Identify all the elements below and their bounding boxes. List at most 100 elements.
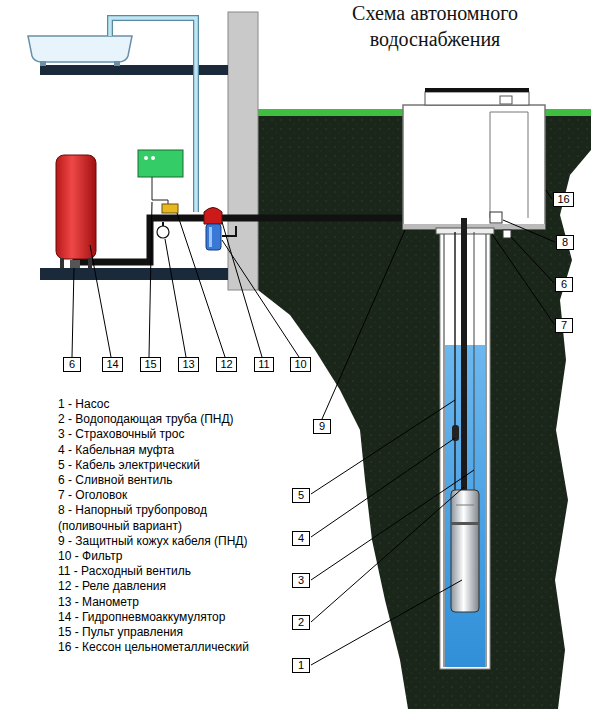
bathtub-part	[28, 36, 132, 62]
leader-lines-part	[165, 239, 186, 357]
part-list-entry: 8 - Напорный трубопровод (поливочный вар…	[58, 503, 223, 533]
caisson-part	[500, 96, 512, 104]
callout-text: 5	[293, 489, 309, 502]
control-panel	[138, 150, 183, 207]
leader-lines-part	[177, 213, 225, 357]
callout-text: 9	[314, 420, 330, 433]
callout-text: 3	[293, 574, 309, 587]
well-part	[461, 218, 467, 492]
callout-text: 2	[293, 616, 309, 629]
leader-lines-part	[311, 487, 464, 622]
callout-text: 6	[556, 278, 572, 291]
control-panel-part	[152, 177, 168, 207]
callout-text: 16	[554, 193, 573, 206]
well-part	[451, 522, 479, 525]
part-list-entry: 14 - Гидропневмоаккумулятор	[58, 610, 288, 624]
house-part	[40, 65, 228, 75]
accumulator-part	[70, 260, 80, 268]
leader-lines-part	[222, 240, 299, 357]
callout-number: 8	[556, 235, 574, 250]
callout-number: 6	[555, 277, 573, 292]
caisson	[403, 88, 545, 238]
part-list-entry: 5 - Кабель электрический	[58, 458, 288, 472]
part-list-entry: 3 - Страховочный трос	[58, 427, 288, 441]
leader-lines-part	[311, 400, 455, 494]
callout-text: 12	[217, 358, 236, 371]
well-part	[454, 232, 456, 492]
part-list-entry: 12 - Реле давления	[58, 579, 288, 593]
well-part	[452, 425, 459, 441]
well-part	[456, 505, 474, 506]
callout-text: 15	[141, 358, 160, 371]
part-list-entry: 1 - Насос	[58, 397, 288, 411]
leader-lines-part	[149, 202, 152, 357]
callout-text: 14	[103, 358, 122, 371]
control-panel-part	[144, 156, 148, 160]
part-list-entry: 9 - Защитный кожух кабеля (ПНД)	[58, 534, 288, 548]
caisson-part	[490, 212, 502, 223]
callout-number: 9	[313, 419, 331, 434]
part-list-entry: 10 - Фильтр	[58, 549, 288, 563]
callout-number: 14	[102, 357, 123, 372]
callout-number: 16	[553, 192, 574, 207]
leader-lines-part	[511, 237, 554, 283]
callout-text: 4	[293, 532, 309, 545]
callout-text: 13	[179, 358, 198, 371]
leader-lines-part	[503, 220, 555, 242]
well-part	[485, 229, 487, 667]
accumulator	[56, 155, 96, 268]
fittings-part	[209, 227, 212, 247]
well-part	[443, 229, 445, 667]
accumulator-part	[88, 258, 92, 268]
control-panel-part	[151, 156, 155, 160]
accumulator-part	[60, 258, 64, 268]
leader-lines-part	[546, 190, 552, 199]
fittings	[157, 204, 222, 250]
caisson-part	[425, 92, 529, 105]
fittings-part	[162, 222, 164, 226]
part-list-entry: 15 - Пульт управления	[58, 625, 288, 639]
part-list-entry: 4 - Кабельная муфта	[58, 443, 288, 457]
callout-number: 15	[140, 357, 161, 372]
bathtub-part	[40, 61, 46, 66]
callout-number: 11	[254, 357, 274, 372]
leader-lines-part	[311, 438, 455, 537]
callout-number: 3	[292, 573, 310, 588]
well-part	[451, 490, 479, 612]
leader-lines-part	[492, 234, 554, 324]
callout-text: 10	[291, 358, 310, 371]
part-list-entry: 16 - Кессон цельнометаллический	[58, 640, 288, 654]
well-part	[474, 232, 475, 492]
part-list-entry: 6 - Сливной вентиль	[58, 473, 288, 487]
callout-number: 6	[63, 357, 81, 372]
leader-lines-part	[311, 470, 474, 580]
fittings-part	[162, 204, 178, 213]
caisson-part	[503, 230, 511, 238]
leader-lines-part	[222, 222, 262, 357]
callout-text: 8	[557, 236, 573, 249]
callout-text: 11	[255, 358, 273, 371]
house-part	[40, 268, 228, 280]
callout-number: 7	[555, 318, 573, 333]
supply-pipe	[110, 18, 196, 212]
callout-number: 5	[292, 488, 310, 503]
part-list-entry: 2 - Водоподающая труба (ПНД)	[58, 412, 288, 426]
callout-number: 1	[292, 658, 310, 673]
part-list-entry: 11 - Расходный вентиль	[58, 564, 288, 578]
supply-pipe-part	[110, 18, 196, 212]
leader-lines-part	[72, 268, 74, 357]
fittings-part	[206, 224, 221, 250]
well	[436, 218, 494, 669]
caisson-part	[425, 88, 529, 92]
callout-text: 7	[556, 319, 572, 332]
callout-number: 2	[292, 615, 310, 630]
bathtub-part	[114, 61, 120, 66]
leader-lines-part	[90, 245, 111, 357]
control-panel-part	[138, 150, 183, 177]
callout-text: 1	[293, 659, 309, 672]
caisson-part	[490, 112, 528, 218]
part-list-entry: 13 - Манометр	[58, 595, 288, 609]
callout-number: 12	[216, 357, 237, 372]
leader-lines-part	[311, 580, 462, 665]
